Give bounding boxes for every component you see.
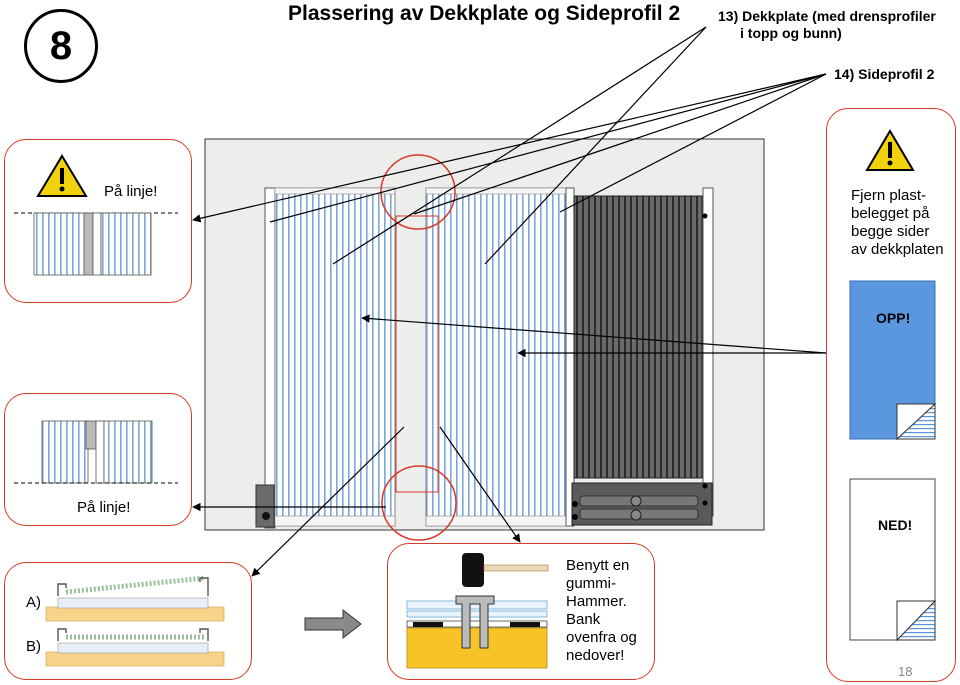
warning-line-1: Fjern plast-: [851, 187, 927, 204]
label-row-a: A): [26, 594, 41, 611]
callout-dekkplate: 13) Dekkplate (med drensprofiler i topp …: [718, 8, 936, 42]
callout-dekkplate-line1: 13) Dekkplate (med drensprofiler: [718, 8, 936, 24]
tool-line-3: Hammer.: [566, 593, 627, 610]
page-number: 18: [898, 664, 913, 679]
polycarbonate-panel-left: [274, 187, 396, 527]
rubber-hammer-icon: [462, 553, 549, 587]
callout-dekkplate-line2: i topp og bunn): [740, 25, 842, 41]
step-number-badge: 8: [24, 9, 98, 83]
warning-line-3: begge sider: [851, 223, 930, 240]
step-number: 8: [49, 23, 73, 68]
detail-panel-d: [103, 420, 153, 484]
side-profile-left: [264, 187, 276, 529]
warning-icon: [36, 154, 88, 197]
bottom-rail-left: [255, 484, 275, 528]
side-profile-middle: [565, 187, 575, 527]
callout-sideprofil: 14) Sideprofil 2: [834, 66, 935, 82]
tool-instructions: Benytt en gummi- Hammer. Bank ovenfra og…: [566, 557, 637, 665]
label-opp: OPP!: [876, 310, 911, 326]
page-title: Plassering av Dekkplate og Sideprofil 2: [288, 2, 681, 25]
drain-profile-top-left: [274, 187, 396, 195]
drain-profile-bottom-left: [274, 515, 396, 527]
tool-line-1: Benytt en: [566, 557, 630, 574]
warning-icon: [865, 129, 915, 171]
warning-line-2: belegget på: [851, 205, 930, 222]
detail-panel-b: [100, 212, 152, 276]
label-pa-linje-top: På linje!: [104, 183, 158, 200]
tool-line-6: nedover!: [566, 647, 625, 664]
cover-plate-outline: [395, 215, 439, 493]
polycarbonate-panel-right: [425, 187, 567, 527]
arrow-right-icon: [304, 608, 362, 640]
detail-panel-a: [33, 212, 85, 276]
tool-line-4: Bank: [566, 611, 601, 628]
tool-line-5: ovenfra og: [566, 629, 637, 646]
label-row-b: B): [26, 638, 41, 655]
label-pa-linje-mid: På linje!: [77, 499, 131, 516]
profile-diagram-b: [45, 628, 225, 667]
label-ned: NED!: [878, 517, 913, 533]
side-profile-right: [702, 187, 714, 517]
warning-line-4: av dekkplaten: [851, 241, 944, 258]
drain-profile-bottom-right: [425, 515, 567, 527]
dark-panel: [573, 195, 703, 479]
cover-plate: [395, 215, 427, 493]
detail-panel-c: [41, 420, 89, 484]
profile-diagram-a: [45, 575, 225, 622]
highlight-circle-bottom: [381, 465, 457, 541]
tool-line-2: gummi-: [566, 575, 617, 592]
warning-instructions: Fjern plast- belegget på begge sider av …: [851, 187, 944, 259]
